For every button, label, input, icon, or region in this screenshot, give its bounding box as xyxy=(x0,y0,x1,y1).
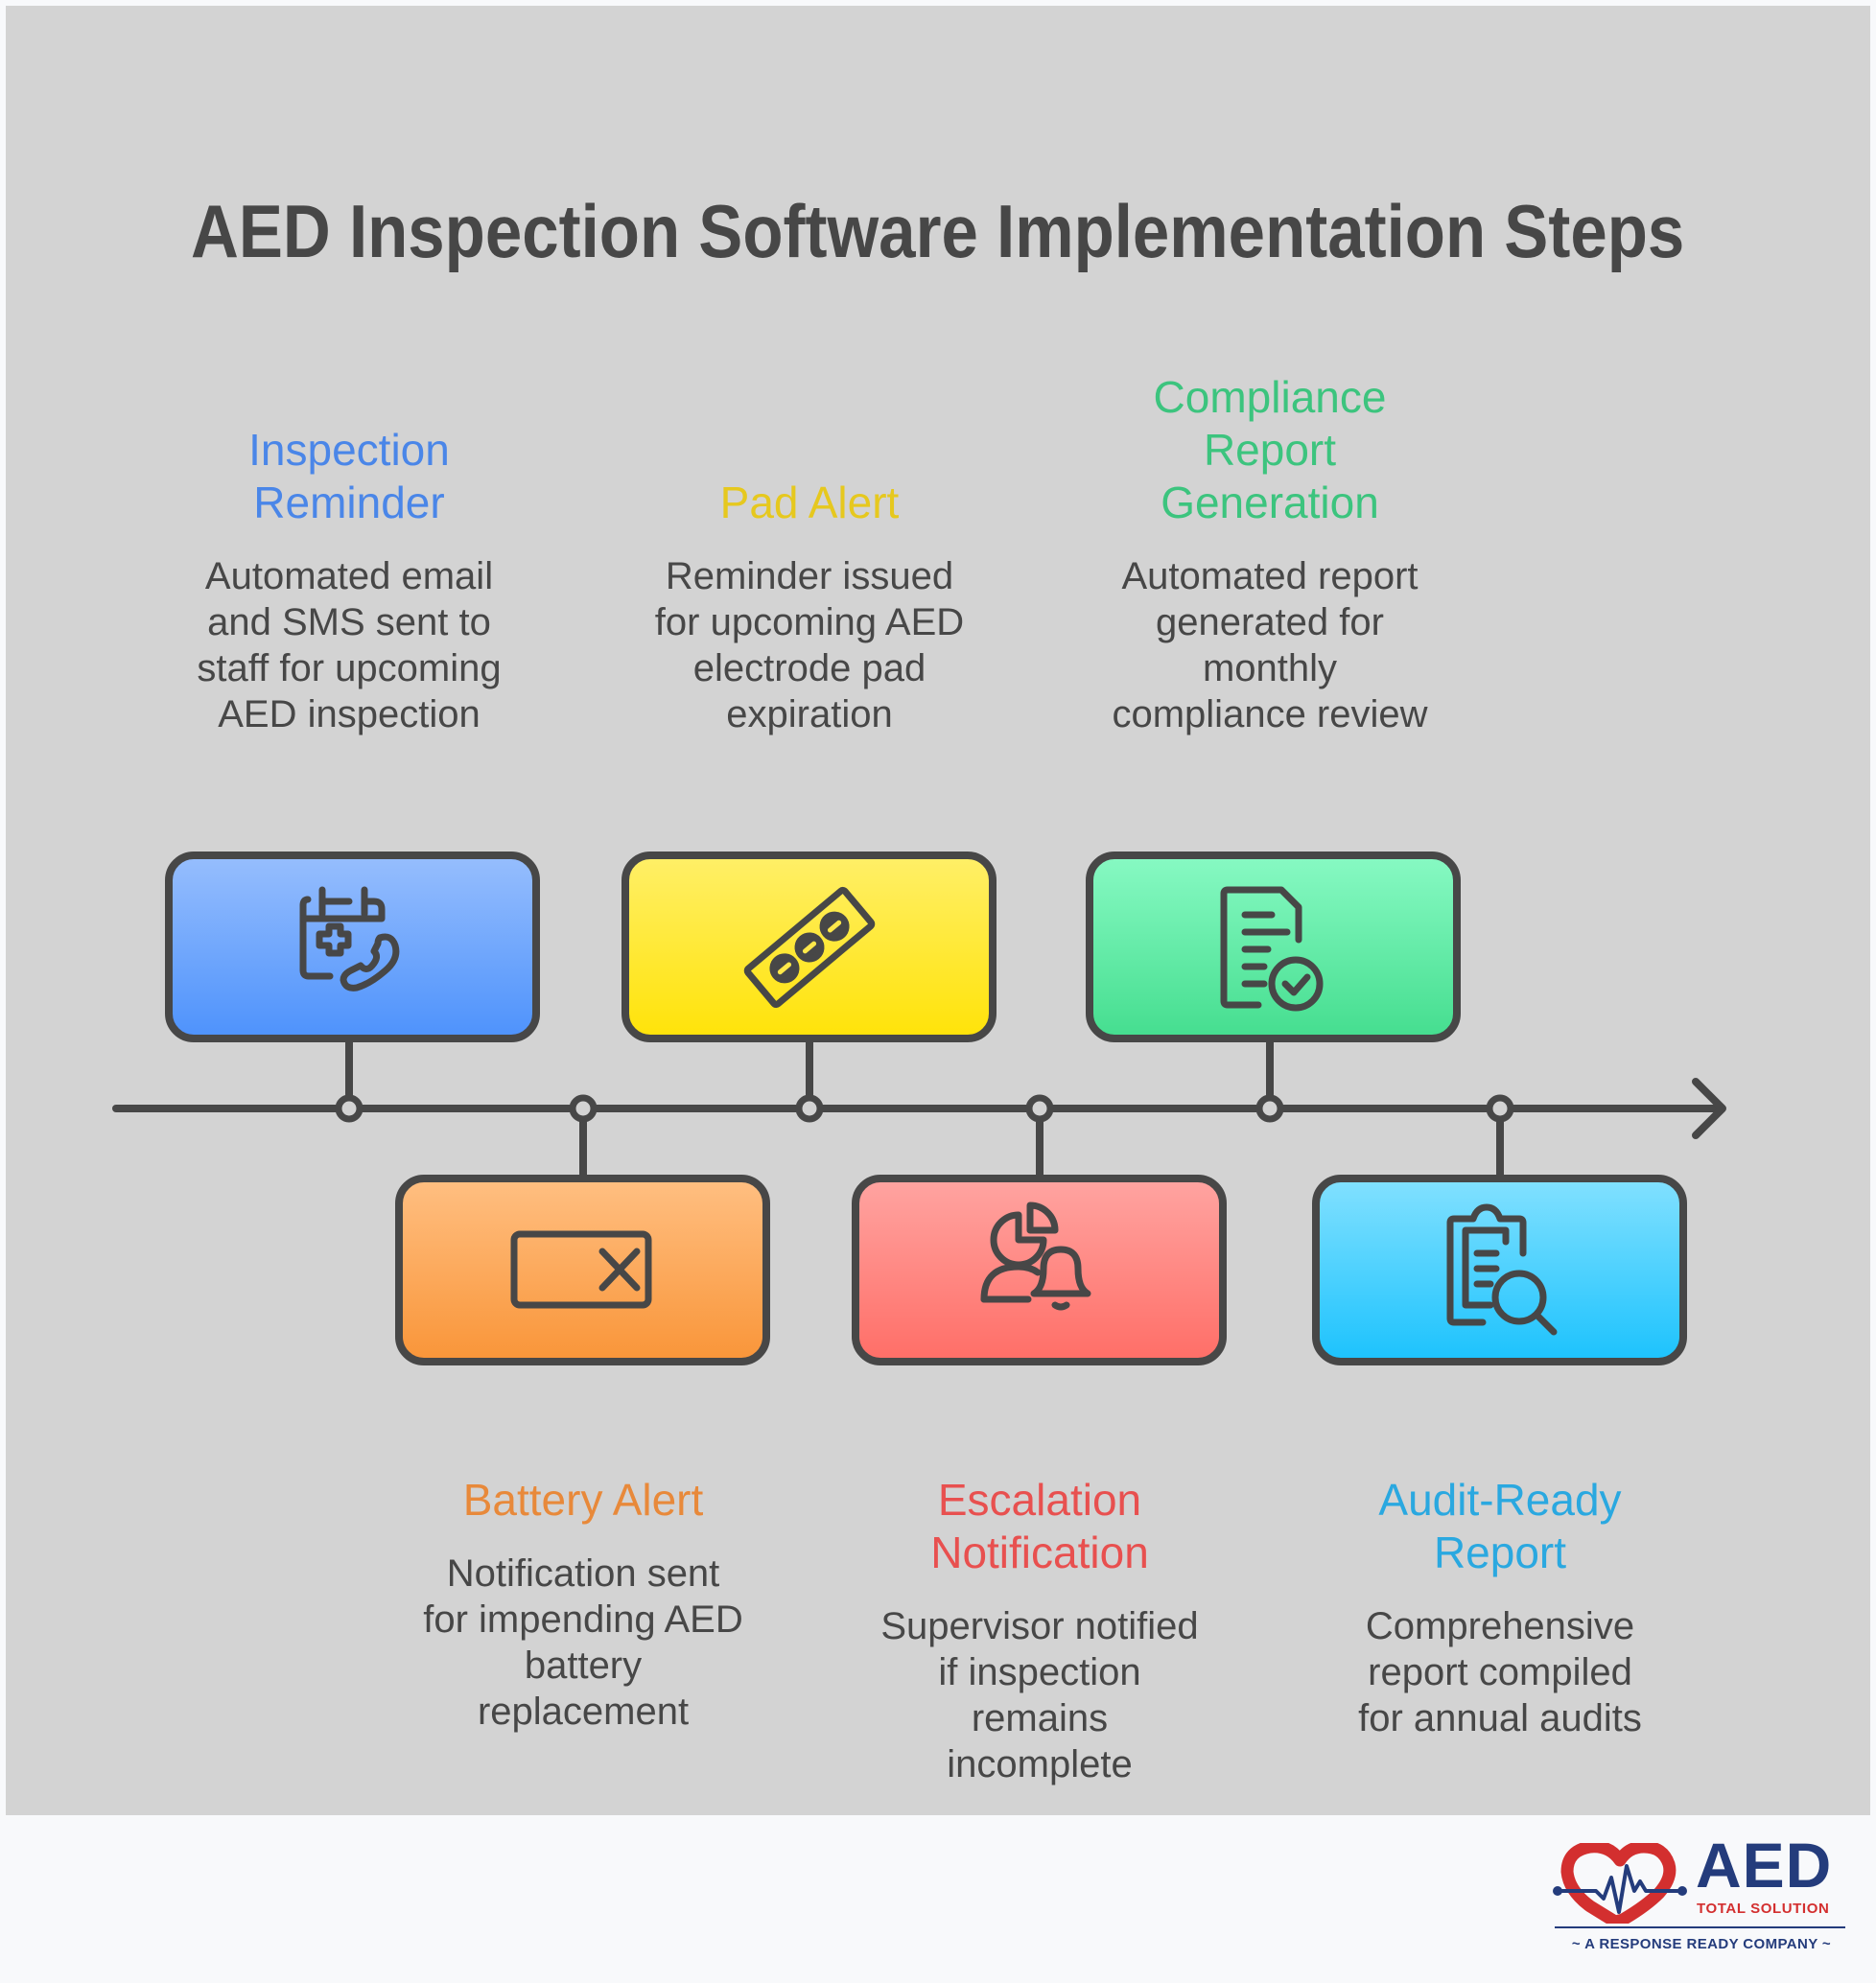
step-battery-alert-text: Battery Alert Notification sent for impe… xyxy=(372,1474,794,1735)
step-inspection-reminder-body: Automated email and SMS sent to staff fo… xyxy=(138,553,560,737)
step-title: Audit-Ready Report xyxy=(1378,1475,1622,1577)
logo-divider xyxy=(1555,1926,1845,1928)
step-box-inspection-reminder xyxy=(165,852,540,1042)
step-title: Inspection Reminder xyxy=(248,425,450,527)
step-box-battery-alert xyxy=(395,1175,770,1365)
step-description: Notification sent for impending AED batt… xyxy=(423,1552,743,1733)
step-inspection-reminder-text: Inspection Reminder xyxy=(138,424,560,529)
company-logo: AED TOTAL SOLUTION ~ A RESPONSE READY CO… xyxy=(1552,1833,1851,1962)
supervisor-bell-icon xyxy=(980,1201,1090,1310)
step-title: Pad Alert xyxy=(719,478,900,527)
logo-tagline: ~ A RESPONSE READY COMPANY ~ xyxy=(1571,1936,1832,1952)
logo-subtitle: TOTAL SOLUTION xyxy=(1697,1901,1830,1917)
step-description: Automated report generated for monthly c… xyxy=(1112,555,1428,735)
step-compliance-report-body: Automated report generated for monthly c… xyxy=(1059,553,1481,737)
step-box-audit-ready xyxy=(1312,1175,1687,1365)
step-compliance-report-text: Compliance Report Generation xyxy=(1059,371,1481,529)
battery-empty-x-icon xyxy=(510,1230,651,1308)
document-check-icon xyxy=(1220,886,1323,1011)
step-escalation-text: Escalation Notification Supervisor notif… xyxy=(829,1474,1251,1787)
heart-pulse-icon xyxy=(1553,1843,1687,1924)
step-pad-alert-body: Reminder issued for upcoming AED electro… xyxy=(598,553,1020,737)
step-description: Automated email and SMS sent to staff fo… xyxy=(197,555,502,735)
step-title: Battery Alert xyxy=(462,1475,704,1525)
timeline-node-3 xyxy=(795,1094,824,1123)
electrode-pad-strip-icon xyxy=(743,886,875,1008)
timeline-node-5 xyxy=(1255,1094,1284,1123)
timeline-node-2 xyxy=(569,1094,598,1123)
step-title: Compliance Report Generation xyxy=(1153,372,1387,527)
step-box-compliance-report xyxy=(1086,852,1461,1042)
step-box-escalation xyxy=(852,1175,1227,1365)
calendar-medical-phone-icon xyxy=(299,886,399,992)
clipboard-search-icon xyxy=(1446,1203,1557,1335)
step-box-pad-alert xyxy=(621,852,997,1042)
timeline-node-4 xyxy=(1025,1094,1054,1123)
logo-brand: AED xyxy=(1696,1830,1833,1901)
step-title: Escalation Notification xyxy=(930,1475,1149,1577)
step-description: Comprehensive report compiled for annual… xyxy=(1358,1605,1642,1739)
step-audit-ready-text: Audit-Ready Report Comprehensive report … xyxy=(1289,1474,1711,1741)
timeline-node-6 xyxy=(1486,1094,1514,1123)
page-title: AED Inspection Software Implementation S… xyxy=(191,189,1685,273)
timeline-node-1 xyxy=(335,1094,363,1123)
step-pad-alert-text: Pad Alert xyxy=(598,477,1020,529)
step-description: Reminder issued for upcoming AED electro… xyxy=(654,555,965,735)
timeline-arrowhead xyxy=(1692,1078,1726,1139)
step-description: Supervisor notified if inspection remain… xyxy=(880,1605,1199,1785)
